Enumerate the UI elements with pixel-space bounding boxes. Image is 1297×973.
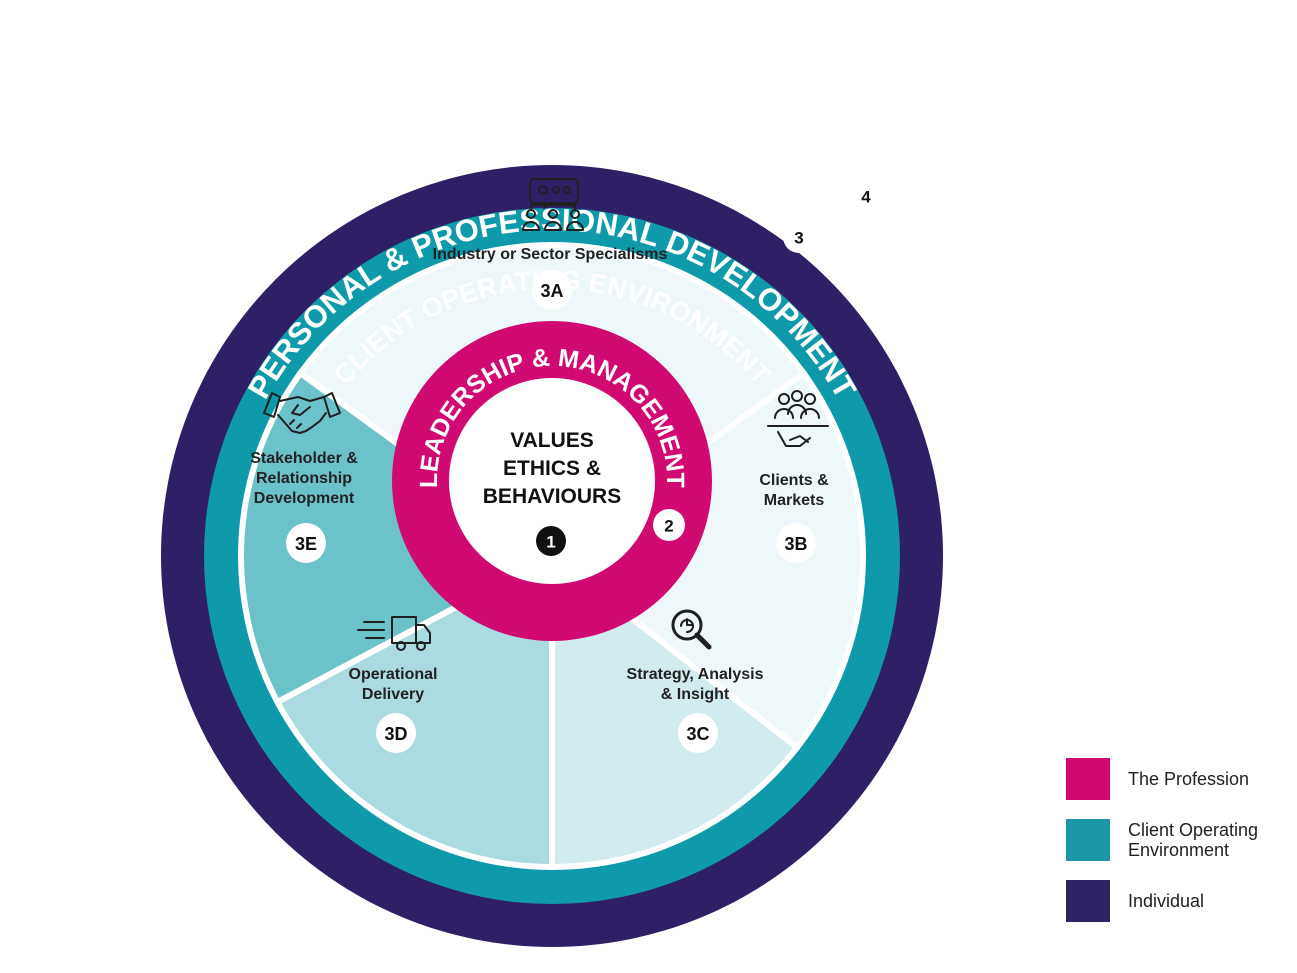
- segment-3d-line-1: Operational: [349, 666, 438, 683]
- legend-label-client-operating-environment: Client Operating Environment: [1128, 820, 1259, 860]
- svg-text:3: 3: [794, 229, 803, 248]
- outer-ring-number-badge: 4: [850, 180, 882, 212]
- segment-3c-line-2: & Insight: [661, 686, 730, 703]
- segment-3b-line-2: Markets: [764, 492, 825, 509]
- legend-swatch-profession: [1066, 758, 1110, 800]
- segment-3b: Clients & Markets 3B: [759, 390, 829, 563]
- delivery-truck-icon: [357, 616, 431, 651]
- legend-item-profession: The Profession: [1066, 758, 1291, 800]
- segment-wedge-3e: [238, 369, 558, 707]
- segment-3c-code: 3C: [686, 724, 709, 744]
- segment-wedge-3c: [549, 549, 802, 871]
- svg-text:1: 1: [546, 533, 555, 552]
- segment-3e-line-3: Development: [254, 490, 355, 507]
- magnifier-chart-icon: [671, 609, 712, 650]
- segment-3a-code: 3A: [540, 281, 563, 301]
- legend-item-individual: Individual: [1066, 880, 1291, 922]
- segment-wedge-3b: [547, 369, 866, 752]
- svg-text:2: 2: [664, 517, 673, 536]
- legend-swatch-individual: [1066, 880, 1110, 922]
- segment-3c-line-1: Strategy, Analysis: [627, 666, 764, 683]
- segment-wedge-3d: [273, 551, 555, 871]
- segment-3a: Industry or Sector Specialisms 3A: [433, 178, 668, 310]
- legend-swatch-client-operating-environment: [1066, 819, 1110, 861]
- segment-3e: Stakeholder & Relationship Development 3…: [250, 392, 358, 563]
- legend-item-client-operating-environment: Client Operating Environment: [1066, 819, 1291, 861]
- segment-3e-code: 3E: [295, 534, 317, 554]
- segment-3d-code: 3D: [384, 724, 407, 744]
- core-line-1: VALUES: [510, 429, 594, 452]
- segment-wedges: [238, 242, 866, 871]
- team-settings-icon: [522, 178, 584, 231]
- segment-3d-line-2: Delivery: [362, 686, 424, 703]
- segment-3c: Strategy, Analysis & Insight 3C: [627, 609, 764, 753]
- core-line-2: ETHICS &: [503, 457, 601, 480]
- core-line-3: BEHAVIOURS: [483, 485, 621, 508]
- clients-handshake-icon: [767, 390, 829, 447]
- svg-text:4: 4: [861, 188, 871, 207]
- segment-3b-code: 3B: [784, 534, 807, 554]
- handshake-icon: [263, 392, 341, 434]
- segment-3a-title: Industry or Sector Specialisms: [433, 246, 668, 263]
- legend: The Profession Client Operating Environm…: [1066, 758, 1291, 941]
- inner-ring-number-badge: 2: [653, 509, 685, 541]
- segment-3e-line-1: Stakeholder &: [250, 450, 358, 467]
- legend-label-individual: Individual: [1128, 891, 1205, 911]
- core-number-badge: 1: [536, 526, 566, 556]
- segment-3b-line-1: Clients &: [759, 472, 829, 489]
- legend-label-profession: The Profession: [1128, 769, 1250, 789]
- core-circle-values: [449, 378, 655, 584]
- segment-3e-line-2: Relationship: [256, 470, 352, 487]
- middle-ring-number-badge: 3: [783, 221, 815, 253]
- segment-3d: Operational Delivery 3D: [349, 616, 438, 753]
